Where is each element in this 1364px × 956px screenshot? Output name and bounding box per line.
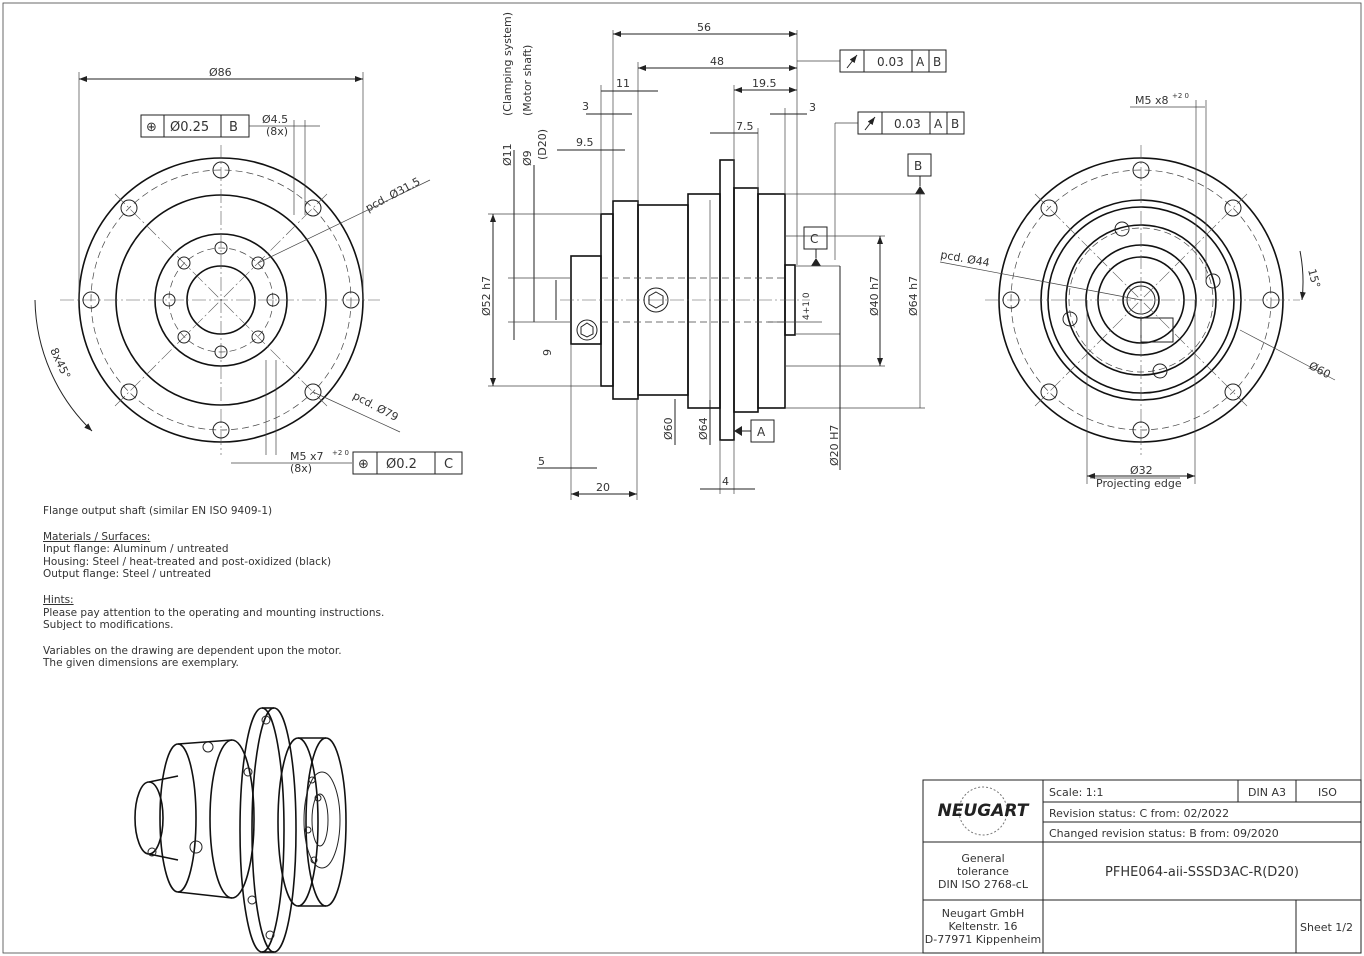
svg-text:M5 x7: M5 x7 [290,450,324,463]
svg-text:4: 4 [722,475,729,488]
hint-line: Please pay attention to the operating an… [43,606,385,619]
svg-text:Ø0.2: Ø0.2 [386,457,417,472]
runout-frame-2: 0.03 A B [834,111,965,260]
variables-line: Variables on the drawing are dependent u… [43,644,342,657]
front-view-output-flange: Ø86 ⊕ Ø0.25 B Ø4.5 (8x) pcd. Ø31.5 pcd. … [34,66,463,475]
svg-text:8x45°: 8x45° [47,346,73,381]
svg-text:Ø11: Ø11 [501,143,514,166]
svg-text:0.03: 0.03 [877,55,904,69]
side-view: 56 48 11 3 19.5 3 7.5 9.5 0.03 A B [480,12,965,500]
svg-text:D-77971 Kippenheim: D-77971 Kippenheim [925,933,1041,946]
svg-text:15°: 15° [1305,267,1323,289]
svg-text:Ø64: Ø64 [697,417,710,440]
svg-text:Neugart GmbH: Neugart GmbH [942,907,1025,920]
note-flange: Flange output shaft (similar EN ISO 9409… [43,505,273,517]
svg-text:Sheet 1/2: Sheet 1/2 [1300,921,1353,934]
svg-text:tolerance: tolerance [957,865,1009,878]
svg-text:pcd. Ø44: pcd. Ø44 [939,248,990,269]
svg-text:9: 9 [541,349,554,356]
svg-text:7.5: 7.5 [736,120,754,133]
svg-text:C: C [810,232,818,246]
input-bolt-holes [1002,161,1280,439]
svg-text:ISO: ISO [1318,786,1337,799]
svg-text:⊕: ⊕ [358,457,369,472]
drawing-notes: Flange output shaft (similar EN ISO 9409… [43,505,384,670]
logo: NEUGART [938,801,1030,821]
svg-text:Ø40 h7: Ø40 h7 [868,276,881,316]
front-view-input-flange: M5 x8 +2 0 pcd. Ø44 15° Ø60 Ø32 Projecti… [939,92,1336,490]
svg-text:3: 3 [582,100,589,113]
svg-text:Scale: 1:1: Scale: 1:1 [1049,786,1104,799]
svg-text:B: B [229,120,238,135]
svg-text:B: B [951,117,959,131]
variables-line: The given dimensions are exemplary. [43,657,239,670]
materials-title: Materials / Surfaces: [43,530,151,543]
svg-text:A: A [916,55,925,69]
svg-text:B: B [914,159,922,173]
svg-text:pcd. Ø79: pcd. Ø79 [351,389,401,424]
svg-text:Ø60: Ø60 [662,417,675,440]
svg-text:C: C [444,457,453,472]
svg-text:Projecting edge: Projecting edge [1096,477,1182,490]
svg-text:Ø9: Ø9 [521,150,534,166]
svg-text:A: A [757,425,766,439]
svg-text:pcd. Ø31.5: pcd. Ø31.5 [363,175,422,215]
svg-text:DIN ISO 2768-cL: DIN ISO 2768-cL [938,878,1029,891]
hints-title: Hints: [43,593,74,606]
svg-text:Ø52 h7: Ø52 h7 [480,276,493,316]
svg-text:11: 11 [616,77,630,90]
svg-text:(8x): (8x) [266,125,288,138]
hint-line: Subject to modifications. [43,619,174,632]
svg-text:9.5: 9.5 [576,136,594,149]
material-line: Output flange: Steel / untreated [43,568,211,581]
material-line: Housing: Steel / heat-treated and post-o… [43,555,332,568]
inner-threaded-holes [162,241,280,359]
svg-text:⊕: ⊕ [146,120,157,135]
svg-text:M5 x8: M5 x8 [1135,94,1169,107]
svg-text:(Clamping system): (Clamping system) [501,12,514,116]
svg-text:5: 5 [538,455,545,468]
svg-text:DIN A3: DIN A3 [1248,786,1286,799]
svg-text:A: A [934,117,943,131]
runout-frame-1: 0.03 A B [797,49,947,73]
svg-text:Ø60: Ø60 [1307,359,1333,381]
svg-text:(8x): (8x) [290,462,312,475]
svg-text:56: 56 [697,21,711,34]
svg-text:19.5: 19.5 [752,77,777,90]
dia-86-label: Ø86 [209,66,232,79]
motor-mount-holes [1062,221,1221,379]
material-line: Input flange: Aluminum / untreated [43,543,229,556]
svg-text:+2 0: +2 0 [1172,92,1189,100]
svg-text:B: B [933,55,941,69]
svg-text:General: General [961,852,1004,865]
title-block: NEUGART Scale: 1:1 DIN A3 ISO Revision s… [922,779,1362,954]
svg-text:Changed revision status: B f: Changed revision status: B from: 09/2020 [1049,827,1279,840]
svg-text:3: 3 [809,101,816,114]
svg-text:20: 20 [596,481,610,494]
svg-text:Ø4.5: Ø4.5 [262,113,288,126]
outer-bolt-holes [82,161,360,439]
svg-text:4+1 0: 4+1 0 [802,292,812,320]
logo-gear-icon [958,786,1008,836]
svg-text:+2 0: +2 0 [332,449,349,457]
svg-text:Ø32: Ø32 [1130,464,1153,477]
position-tolerance-frame-2: ⊕ Ø0.2 C [352,451,463,475]
svg-text:Ø0.25: Ø0.25 [170,120,209,135]
svg-text:(D20): (D20) [536,129,549,160]
svg-text:Keltenstr. 16: Keltenstr. 16 [948,920,1017,933]
svg-text:48: 48 [710,55,724,68]
svg-text:Ø64 h7: Ø64 h7 [907,276,920,316]
isometric-view [134,707,347,953]
svg-text:Ø20 H7: Ø20 H7 [828,425,841,466]
position-tolerance-frame: ⊕ Ø0.25 B [140,114,250,138]
svg-text:0.03: 0.03 [894,117,921,131]
part-number: PFHE064-aii-SSSD3AC-R(D20) [1105,865,1299,880]
svg-text:Revision status: C from: 02/: Revision status: C from: 02/2022 [1049,807,1229,820]
svg-text:(Motor shaft): (Motor shaft) [521,45,534,116]
